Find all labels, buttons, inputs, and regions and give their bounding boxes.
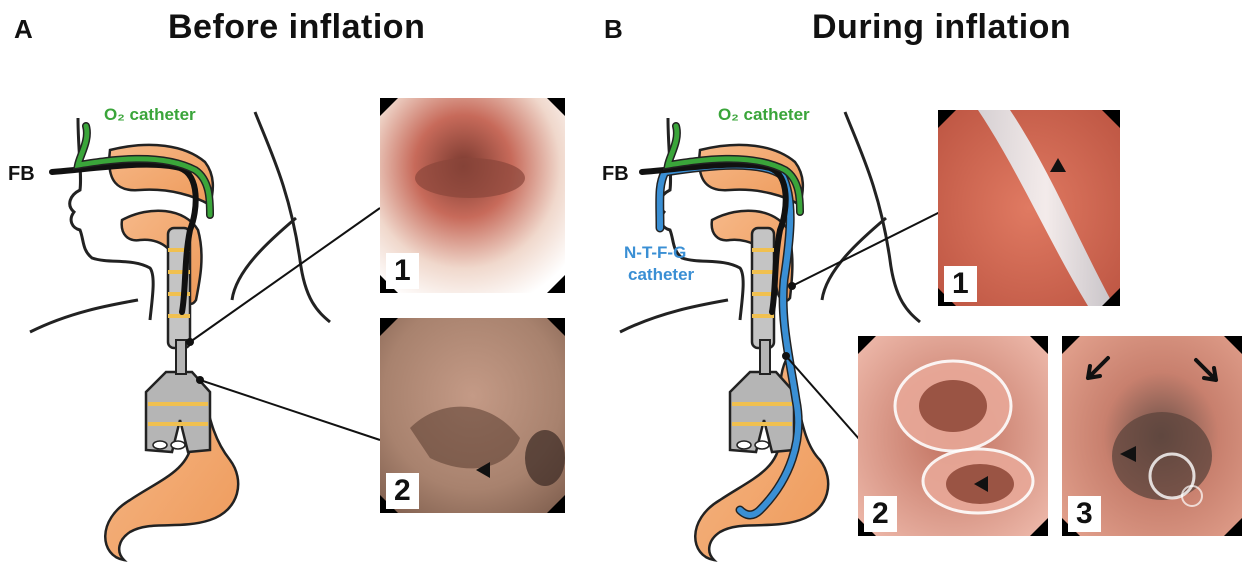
leader-line-2 [200, 380, 380, 440]
ntfg-label-line1: N-T-F-G [624, 243, 686, 262]
photo-b2-number: 2 [864, 496, 897, 532]
neck-outline-front [30, 300, 138, 332]
neck-outline-back [845, 112, 920, 322]
photo-a1-number: 1 [386, 253, 419, 289]
bronchi [730, 372, 794, 452]
fb-label: FB [8, 163, 35, 185]
o2-catheter-label: O₂ catheter [718, 105, 810, 124]
trachea [752, 228, 774, 348]
ntfg-label-line2: catheter [628, 265, 695, 284]
endoscopy-photo-a1: 1 [380, 98, 565, 293]
fb-label: FB [602, 163, 629, 185]
photo-a2-number: 2 [386, 473, 419, 509]
endoscopy-photo-b3: 3 [1062, 336, 1242, 536]
leader-line-1 [792, 212, 940, 286]
neck-outline-back [255, 112, 330, 322]
bronchi [146, 372, 210, 452]
photo-b1-number: 1 [944, 266, 977, 302]
endoscopy-photo-b1: 1 [938, 110, 1120, 306]
chin-outline [232, 218, 296, 300]
panel-a-diagram: O₂ catheter FB [8, 105, 380, 560]
o2-catheter-label: O₂ catheter [104, 105, 196, 124]
endoscopy-photo-a2: 2 [380, 318, 565, 513]
chin-outline [822, 218, 886, 300]
photo-b3-number: 3 [1068, 496, 1101, 532]
neck-outline-front [620, 300, 728, 332]
endoscopy-photo-b2: 2 [858, 336, 1048, 536]
